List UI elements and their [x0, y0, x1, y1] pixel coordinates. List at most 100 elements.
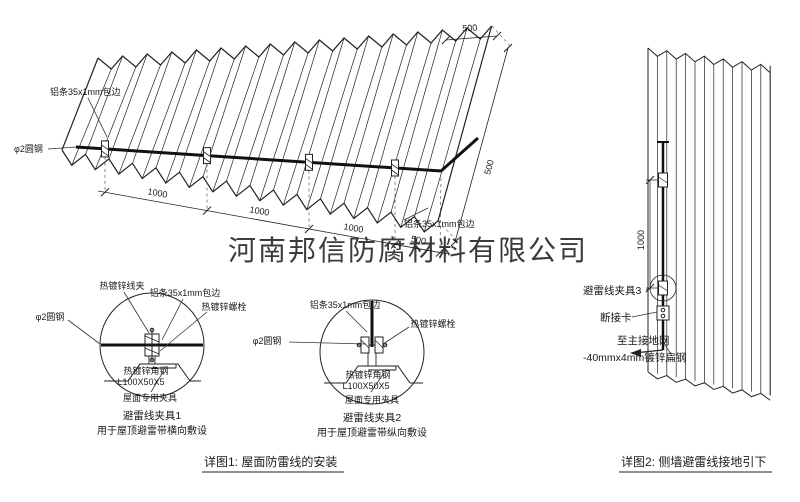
construction-line — [141, 62, 186, 179]
detail2-leader-fixture — [370, 372, 385, 393]
construction-line — [423, 38, 481, 232]
construction-line — [165, 60, 211, 184]
detail1-bolt-head — [149, 327, 155, 333]
detail2-title: 避雷线夹具2 — [343, 411, 401, 424]
detail1-leader-edge — [161, 298, 184, 341]
wall-downlead-group — [630, 141, 677, 357]
detail1-label-angle: 热镀锌角钢 — [123, 365, 168, 376]
wall-leader-clamp3 — [645, 287, 652, 291]
construction-line — [71, 68, 112, 166]
construction-line — [492, 31, 502, 41]
construction-line — [203, 151, 211, 157]
detail1-label-clamp: 热镀锌线夹 — [99, 280, 144, 291]
profile-polyline — [647, 371, 771, 401]
roof-dim-1000-b: 1000 — [249, 204, 270, 217]
detail2-label-round-steel: φ2圆钢 — [253, 335, 282, 346]
detail2-hatch-b — [374, 339, 384, 349]
roof-label-edge-bottom: 铝条35x1mm包边 — [404, 218, 475, 229]
wall-label-disconnect: 断接卡 — [600, 311, 632, 324]
wall-dim-tick-top — [645, 175, 655, 185]
construction-line — [100, 187, 110, 197]
construction-line — [179, 47, 222, 173]
construction-line — [155, 49, 197, 168]
detail1-label-fixture: 屋面专用夹具 — [123, 392, 177, 403]
detail2-bubble — [319, 299, 425, 405]
wall-label-to-ground: 至主接地网 — [617, 334, 670, 347]
construction-line — [101, 144, 109, 151]
construction-line — [445, 35, 498, 41]
detail2-label-angle-size: L100X50X5 — [342, 381, 389, 391]
detail1-bubble — [99, 292, 205, 398]
wall-disconnect-link — [656, 305, 670, 321]
roof-dim-500: 500 — [410, 234, 427, 247]
detail2-clamp-left — [360, 336, 370, 354]
roof-label-round-steel: φ2圆钢 — [14, 143, 43, 154]
roof-label-leaders — [47, 97, 429, 221]
construction-line — [320, 35, 369, 199]
lightning-conductor-wire — [75, 136, 479, 173]
construction-line — [353, 44, 407, 219]
leader-round-steel — [47, 146, 77, 150]
detail-circle-1: 热镀锌线夹 铝条35x1mm包边 热镀锌螺栓 φ2圆钢 热镀锌角钢 L100X5… — [36, 280, 247, 437]
construction-line — [97, 190, 448, 255]
detail1-leader-round-steel — [67, 319, 101, 345]
detail1-leaders — [67, 291, 208, 393]
detail2-leader-round-steel — [288, 341, 367, 345]
construction-line — [188, 58, 235, 188]
caption-detail1: 详图1: 屋面防雷线的安装 — [204, 454, 337, 469]
construction-line — [390, 29, 443, 213]
construction-line — [282, 50, 334, 206]
wall-leader-flat-steel — [663, 342, 673, 357]
construction-line — [343, 33, 394, 204]
profile-polyline — [97, 25, 493, 70]
construction-line — [400, 40, 457, 228]
construction-line — [306, 48, 358, 210]
construction-line — [203, 157, 211, 163]
construction-line — [329, 46, 383, 215]
wall-clamp-upper-hatch — [658, 176, 668, 184]
construction-line — [249, 41, 296, 186]
construction-line — [391, 163, 399, 170]
detail1-label-edge: 铝条35x1mm包边 — [150, 287, 221, 298]
profile-polyline — [647, 47, 771, 74]
construction-line — [437, 25, 493, 222]
detail1-leader-clamp — [123, 291, 150, 334]
detail2-clamp-right — [374, 336, 384, 354]
roof-label-edge-top: 铝条35x1mm包边 — [50, 86, 121, 97]
detail-circle-2: 铝条35x1mm包边 热镀锌螺栓 φ2圆钢 热镀锌角钢 L100X50X5 屋面… — [253, 299, 456, 439]
roof-corrugated-sheet — [61, 25, 493, 233]
detail2-leaders — [288, 310, 410, 393]
construction-line — [305, 158, 313, 164]
roof-dimension-linework — [97, 25, 513, 257]
construction-line — [101, 150, 109, 157]
detail1-subtitle: 用于屋顶避雷带横向敷设 — [97, 424, 207, 437]
construction-line — [450, 237, 460, 247]
wall-label-flat-steel: -40mmx4mm镀锌扁钢 — [583, 351, 686, 364]
detail2-subtitle: 用于屋顶避雷带纵向敷设 — [317, 426, 427, 439]
construction-line — [491, 25, 512, 48]
detail2-label-bolt: 热镀锌螺栓 — [410, 318, 455, 329]
watermark-text: 河南邦信防腐材料有限公司 — [228, 235, 588, 266]
leader-edge-bottom — [403, 207, 429, 221]
construction-line — [85, 55, 123, 155]
roof-dim-top-500: 500 — [462, 22, 478, 33]
detail1-label-angle-size: L100X50X5 — [117, 377, 164, 387]
construction-line — [367, 31, 419, 208]
detail1-bolt-nut — [149, 357, 155, 363]
construction-line — [503, 43, 513, 53]
construction-line — [108, 53, 148, 159]
roof-dim-1000-c: 1000 — [343, 221, 364, 234]
roof-dim-right-500: 500 — [482, 159, 496, 176]
roof-wire-clamp-marks — [101, 140, 442, 251]
wall-corrugated-sheet — [647, 47, 771, 401]
wall-label-clamp3: 避雷线夹具3 — [583, 284, 641, 297]
detail2-label-edge: 铝条35x1mm包边 — [310, 299, 381, 310]
caption-detail2: 详图2: 侧墙避雷线接地引下 — [621, 454, 766, 469]
construction-line — [235, 54, 284, 197]
construction-line — [441, 35, 451, 45]
construction-line — [414, 27, 468, 217]
detail1-leader-fixture — [150, 371, 164, 393]
construction-line — [305, 164, 313, 170]
